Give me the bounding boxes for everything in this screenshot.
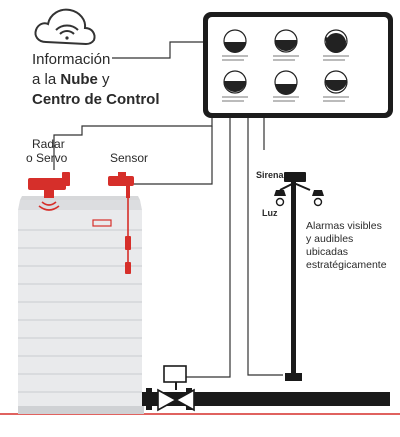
alarms-line-1: Alarmas visibles bbox=[306, 220, 382, 232]
valve-icon bbox=[157, 365, 195, 412]
panel-gauge bbox=[273, 70, 299, 102]
cloud-line-2: a la Nube y bbox=[32, 70, 160, 90]
alarms-line-3: ubicadas bbox=[306, 246, 349, 258]
alarms-line-2: y audibles bbox=[306, 233, 354, 245]
siren-icon bbox=[274, 172, 324, 381]
siren-label: Sirena bbox=[256, 170, 284, 180]
tank-hatch bbox=[92, 219, 112, 227]
cloud-line-3: Centro de Control bbox=[32, 90, 160, 110]
panel-gauge bbox=[323, 70, 349, 102]
alarms-line-4: estratégicamente bbox=[306, 259, 387, 271]
alarms-label: Alarmas visibles y audibles ubicadas est… bbox=[306, 220, 387, 272]
tank-base bbox=[18, 406, 144, 414]
panel-gauge bbox=[323, 29, 349, 61]
light-label: Luz bbox=[262, 208, 278, 218]
cloud-line-2-suffix: y bbox=[97, 71, 110, 88]
sensor-label: Sensor bbox=[110, 151, 149, 165]
radar-label: Radar o Servo bbox=[26, 137, 68, 166]
cloud-line-2-prefix: a la bbox=[32, 71, 61, 88]
radar-icon bbox=[28, 172, 70, 211]
level-sensor-icon bbox=[108, 172, 134, 274]
cloud-info-label: Información a la Nube y Centro de Contro… bbox=[32, 50, 160, 110]
radar-label-line-2: o Servo bbox=[26, 150, 68, 165]
cloud-line-3-bold: Centro de Control bbox=[32, 91, 160, 108]
wifi-cloud-icon bbox=[34, 8, 96, 46]
tank bbox=[18, 196, 142, 414]
cloud-line-1: Información bbox=[32, 51, 111, 68]
radar-label-line-1: Radar bbox=[32, 137, 65, 151]
panel-gauge bbox=[222, 70, 248, 102]
panel-gauge bbox=[222, 29, 248, 61]
cloud-line-2-bold: Nube bbox=[60, 71, 98, 88]
panel-gauge bbox=[273, 29, 299, 61]
